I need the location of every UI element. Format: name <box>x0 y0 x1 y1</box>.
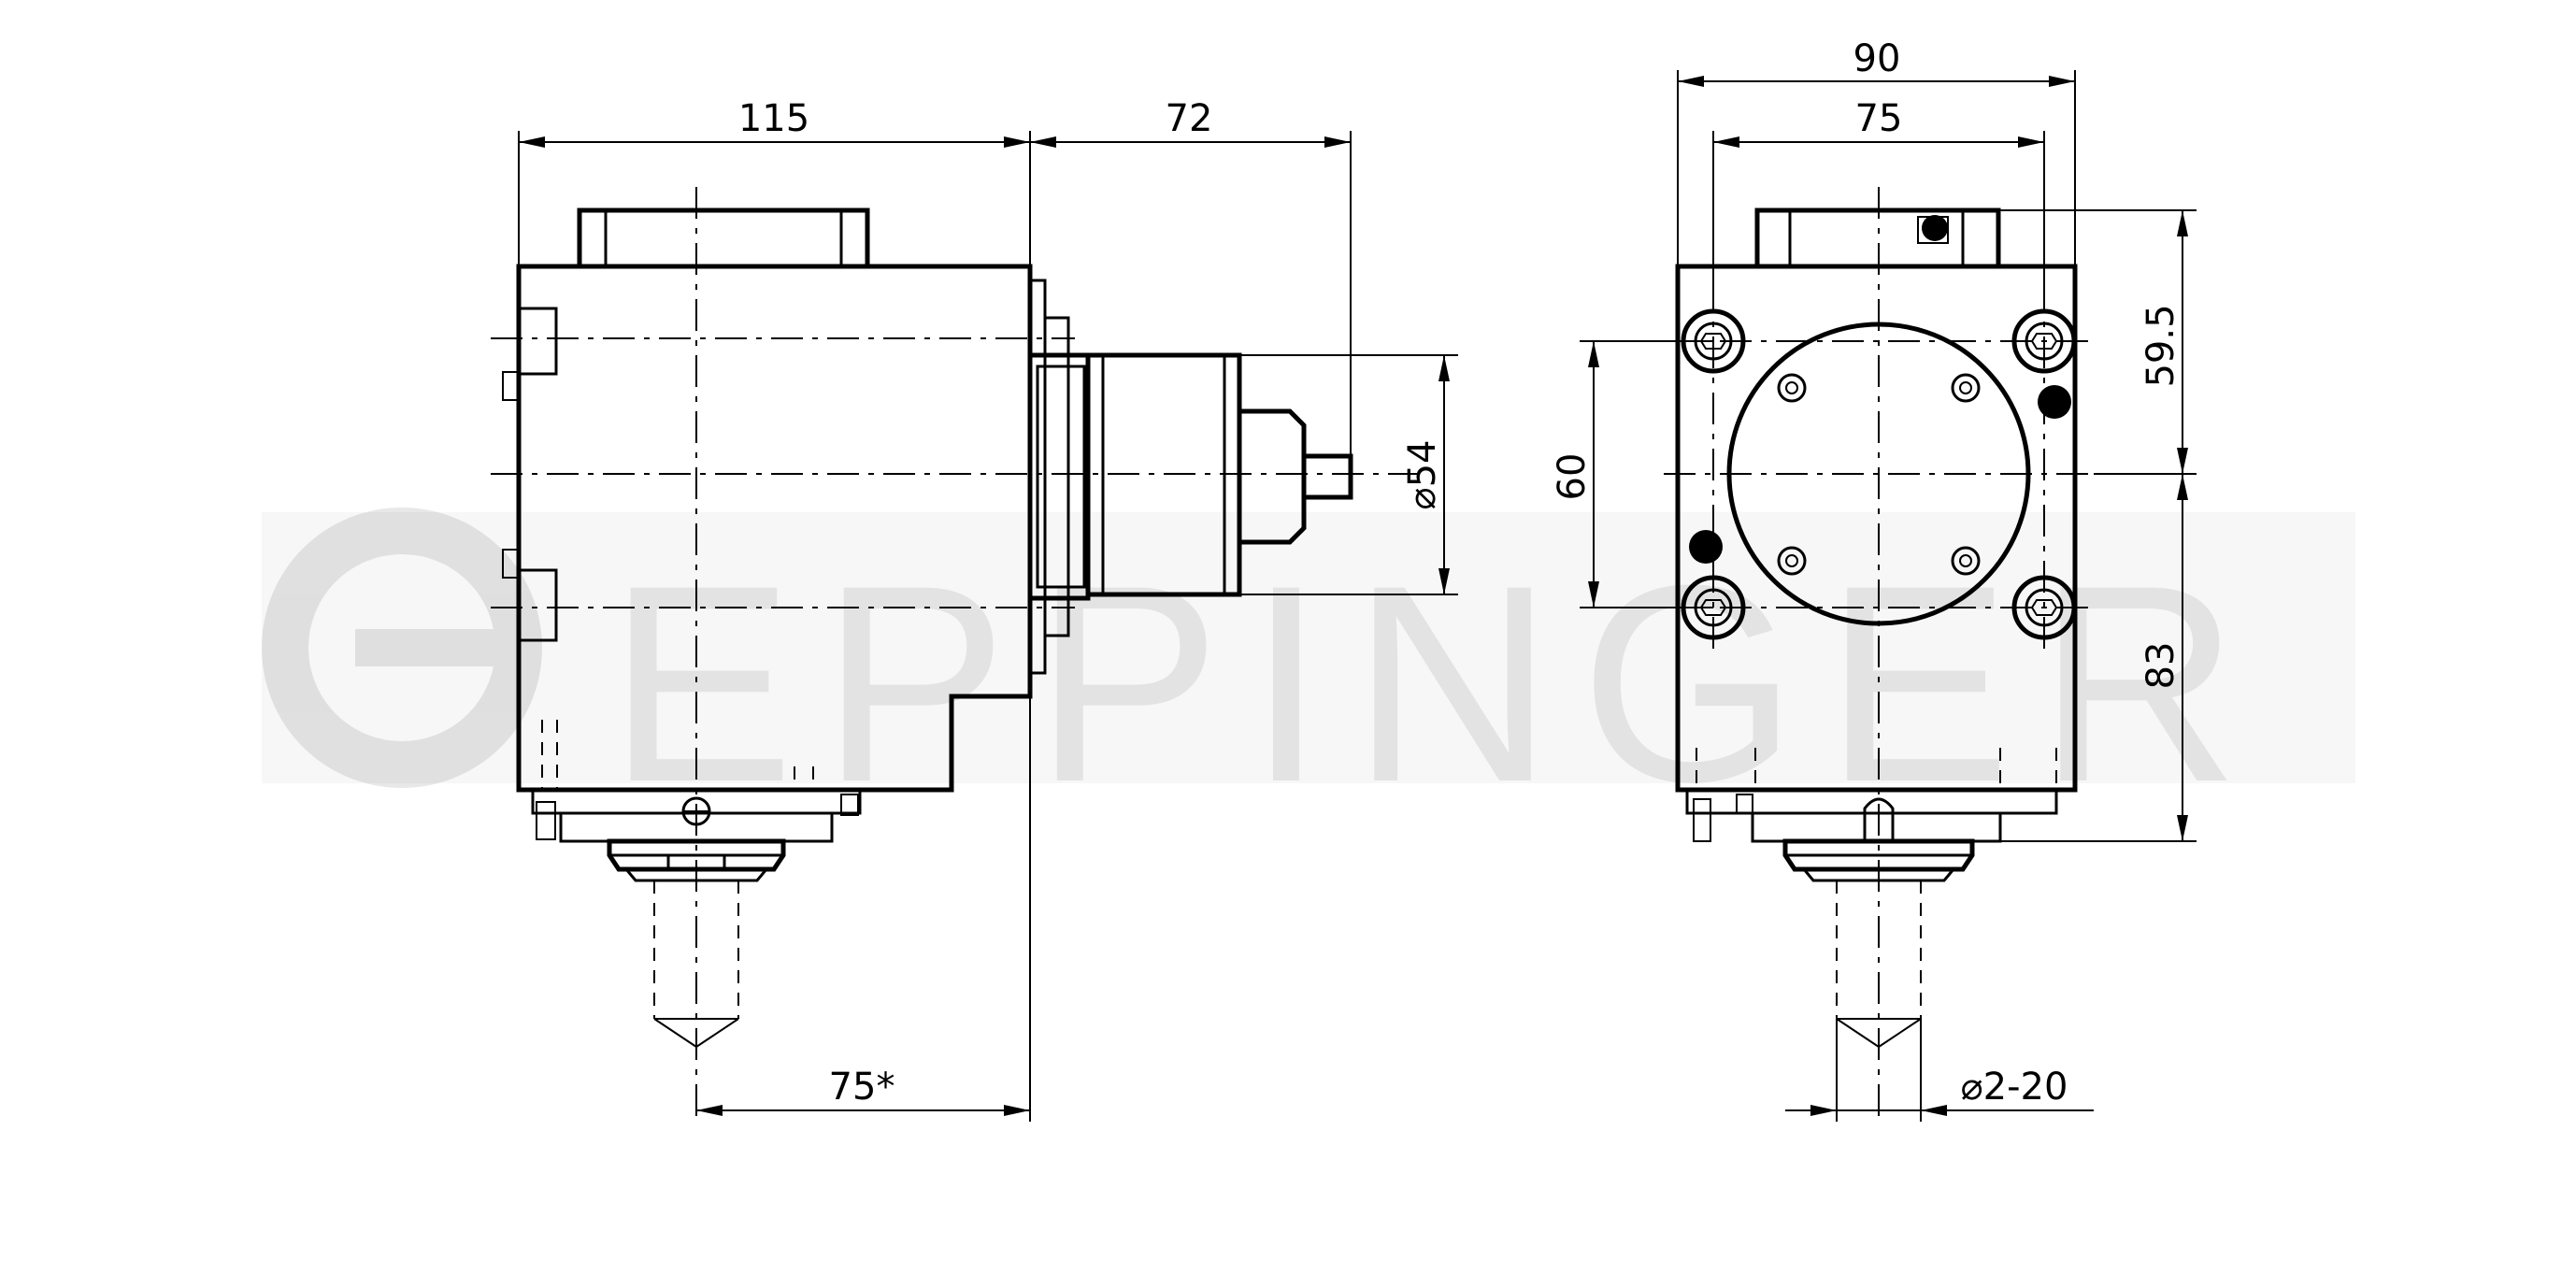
side-view: 115 72 ⌀54 75* <box>491 97 1458 1122</box>
dim-label-75-star: 75* <box>829 1066 895 1109</box>
front-housing <box>1675 264 2078 793</box>
dim-label-90: 90 <box>1853 37 1901 80</box>
front-dim-60: 60 <box>1551 340 1713 608</box>
front-view: 90 75 60 59.5 <box>1551 37 2197 1122</box>
dim-label-75: 75 <box>1855 97 1903 140</box>
dim-label-diameter-54: ⌀54 <box>1401 440 1444 510</box>
dim-label-60: 60 <box>1551 453 1594 501</box>
front-dim-75: 75 <box>1712 97 2045 313</box>
dim-label-59-5: 59.5 <box>2140 304 2182 387</box>
side-drive-shaft <box>1301 453 1353 500</box>
front-lube-nipple-icon <box>1922 215 1948 241</box>
dim-label-72: 72 <box>1166 97 1213 140</box>
front-dowel-pin-icon <box>2038 385 2071 419</box>
front-dim-diameter-2-20: ⌀2-20 <box>1785 1019 2094 1122</box>
front-flange-screws <box>1777 373 1981 576</box>
side-dim-75-star: 75* <box>696 696 1031 1122</box>
front-dowel-pin-icon <box>1689 530 1723 564</box>
dim-label-diameter-2-20: ⌀2-20 <box>1961 1066 2068 1109</box>
dim-label-115: 115 <box>738 97 809 140</box>
front-dim-83: 83 <box>2000 474 2197 842</box>
side-top-clamp <box>577 208 870 269</box>
side-dim-115: 115 <box>518 97 1031 266</box>
front-dim-59-5: 59.5 <box>1948 209 2197 475</box>
side-dim-diameter-54: ⌀54 <box>1239 354 1458 595</box>
dim-label-83: 83 <box>2140 642 2182 690</box>
front-dim-90: 90 <box>1677 37 2076 266</box>
watermark-text: EPPINGER <box>608 526 2266 840</box>
side-dim-72: 72 <box>1029 97 1352 456</box>
